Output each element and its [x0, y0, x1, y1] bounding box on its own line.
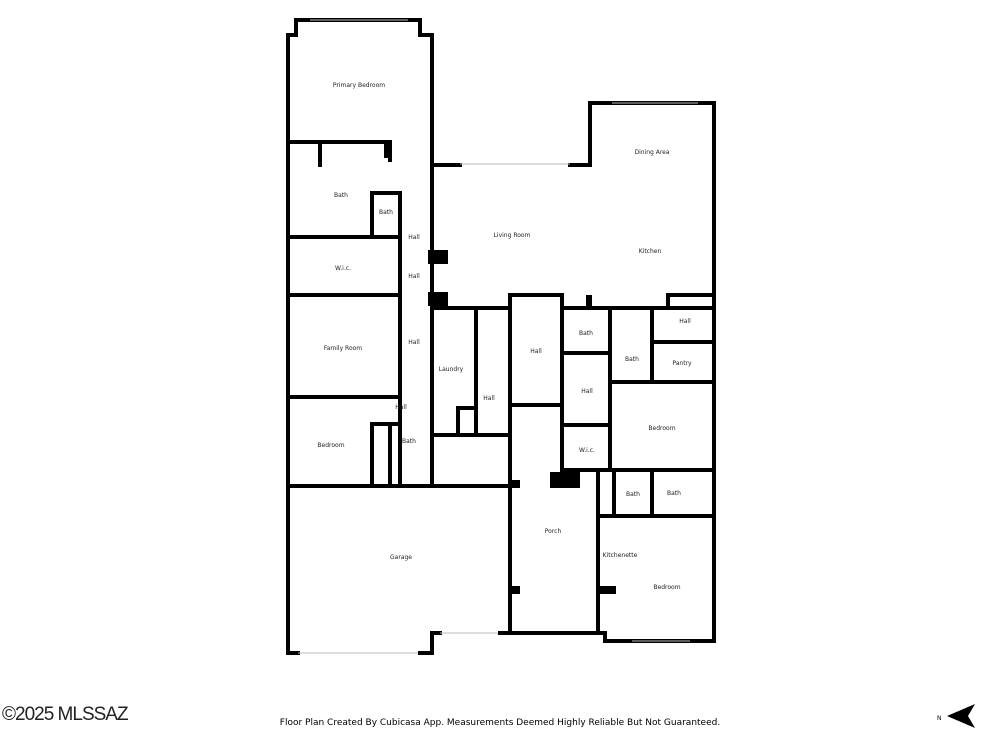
- room-label: Living Room: [494, 232, 531, 239]
- room-label: Hall: [679, 318, 691, 325]
- north-label: N: [937, 715, 942, 722]
- room-label: Bedroom: [317, 442, 344, 449]
- room-label: Bath: [626, 491, 640, 498]
- room-label: Kitchenette: [603, 552, 638, 559]
- room-label: Bath: [625, 356, 639, 363]
- room-label: Bath: [402, 438, 416, 445]
- room-label: W.i.c.: [579, 447, 595, 454]
- room-label: Bath: [579, 330, 593, 337]
- disclaimer-text: Floor Plan Created By Cubicasa App. Meas…: [279, 718, 721, 728]
- room-label: Primary Bedroom: [333, 82, 385, 89]
- room-label: Bedroom: [653, 584, 680, 591]
- room-label: Bath: [379, 209, 393, 216]
- room-label: Bath: [334, 192, 348, 199]
- room-label: W.i.c.: [335, 265, 351, 272]
- room-label: Kitchen: [639, 248, 662, 255]
- north-arrow: N: [935, 704, 980, 736]
- room-label: Family Room: [324, 345, 362, 352]
- room-label: Hall: [408, 234, 420, 241]
- room-label: Hall: [581, 388, 593, 395]
- room-label: Hall: [483, 395, 495, 402]
- room-label: Hall: [408, 273, 420, 280]
- room-label: Porch: [545, 528, 562, 535]
- room-label: Hall: [530, 348, 542, 355]
- room-labels: Primary Bedroom Bath Bath Hall W.i.c. Ha…: [317, 82, 692, 591]
- copyright-watermark: ©2025 MLSSAZ: [2, 704, 129, 725]
- room-label: Dining Area: [634, 149, 669, 156]
- north-arrow-icon: N: [937, 704, 975, 728]
- room-label: Laundry: [439, 366, 464, 373]
- room-label: Garage: [390, 554, 412, 561]
- room-label: Hall: [395, 404, 407, 411]
- room-label: Hall: [408, 339, 420, 346]
- room-label: Bedroom: [648, 425, 675, 432]
- walls: [286, 18, 716, 655]
- room-label: Pantry: [672, 360, 692, 367]
- room-label: Bath: [667, 490, 681, 497]
